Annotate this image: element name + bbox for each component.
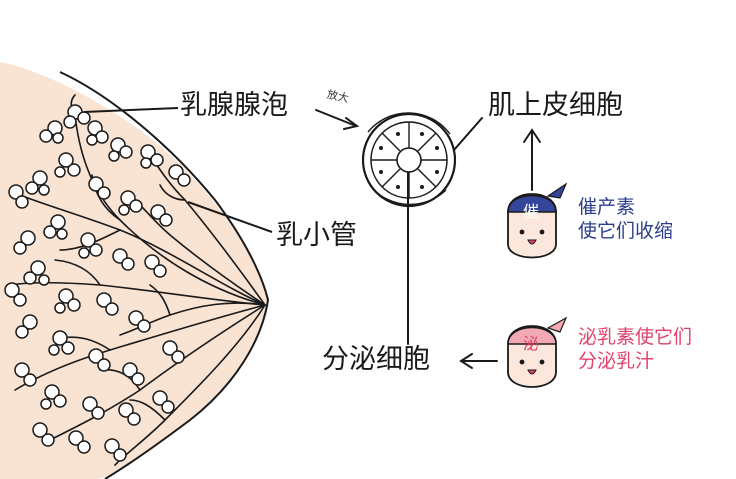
lobule <box>32 422 55 447</box>
arrows <box>315 109 541 369</box>
myoepithelial-leader <box>453 117 483 151</box>
lobule <box>104 438 127 462</box>
oxytocin-badge: 催 <box>523 202 540 221</box>
lobule <box>68 430 91 454</box>
lobule <box>86 120 109 146</box>
leader-lines <box>83 107 273 233</box>
alveolus-label: 乳腺腺泡 <box>180 90 288 121</box>
lobule <box>168 164 191 187</box>
lobule <box>140 144 164 169</box>
lobule <box>63 104 91 129</box>
oxytocin-character <box>507 182 568 259</box>
lobule <box>122 362 145 386</box>
prolactin-note: 泌乳素使它们 分泌乳汁 <box>578 326 692 374</box>
lobule <box>144 254 167 278</box>
lobule <box>128 310 151 333</box>
duct-label: 乳小管 <box>276 220 357 251</box>
oxytocin-note: 催产素 使它们收缩 <box>578 196 673 244</box>
duct-leader <box>187 201 273 233</box>
lobule <box>43 214 68 240</box>
oxytocin-note-line2: 使它们收缩 <box>578 219 674 242</box>
oxytocin-note-line1: 催产素 <box>578 196 636 218</box>
lobule <box>39 120 64 144</box>
lobule <box>15 314 38 339</box>
duct-tree <box>9 94 266 466</box>
lobule <box>25 170 50 196</box>
lobule <box>78 232 103 259</box>
lobule-clusters <box>4 104 191 462</box>
lobule <box>150 204 173 227</box>
lobule <box>88 348 111 372</box>
myoepithelial-label: 肌上皮细胞 <box>488 90 623 121</box>
breast-outline <box>59 71 270 479</box>
prolactin-badge: 泌 <box>523 334 540 353</box>
lobule <box>13 230 36 255</box>
secretory-label: 分泌细胞 <box>322 344 430 375</box>
lobule <box>88 176 111 200</box>
lobule <box>8 184 29 209</box>
lobule <box>23 260 50 286</box>
lobule <box>14 362 37 387</box>
lobule <box>152 390 175 414</box>
prolactin-note-line2: 分泌乳汁 <box>578 349 655 372</box>
alveolus-leader <box>83 107 179 113</box>
lobule <box>118 190 143 216</box>
lobule <box>48 330 75 356</box>
lobule <box>82 396 105 420</box>
lobule <box>108 137 133 162</box>
lobule <box>112 248 135 271</box>
prolactin-note-line1: 泌乳素使它们 <box>578 326 693 348</box>
lobule <box>4 282 27 307</box>
lobule <box>54 288 81 314</box>
lobule <box>118 402 141 426</box>
magnify-arrow <box>315 109 357 127</box>
lobule <box>40 384 67 410</box>
lobule <box>162 340 185 364</box>
prolactin-character <box>507 316 568 388</box>
lobule <box>54 152 81 178</box>
lobule <box>96 292 119 316</box>
